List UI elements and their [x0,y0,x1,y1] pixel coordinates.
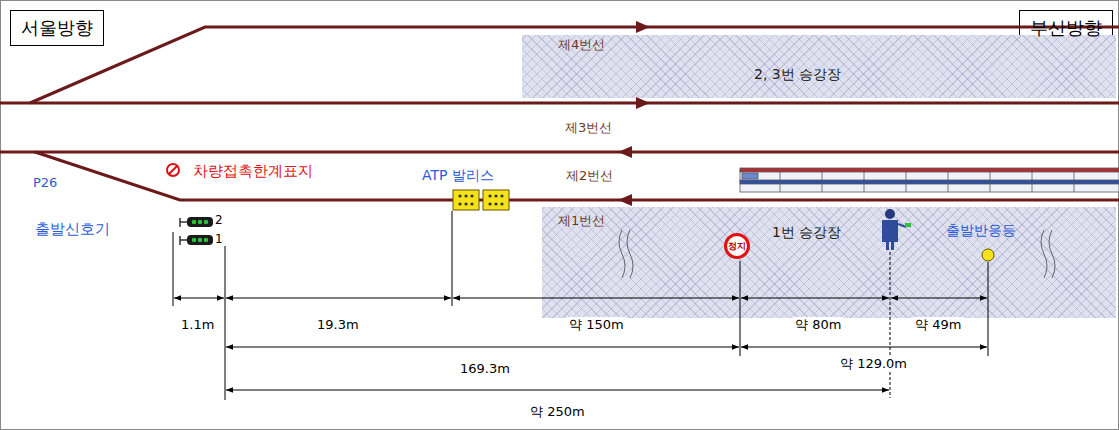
dimension: 약 150m [567,317,626,333]
dimension: 약 250m [528,404,587,420]
platform-band: 2, 3번 승강장 [522,35,1116,98]
node-text: 2, 3번 승강장 [754,66,841,84]
signal-number: 1 [215,232,223,246]
node-text: 1번 승강장 [772,224,841,242]
dimension: 1.1m [179,317,216,333]
node-text: 부산방향 [1030,16,1102,40]
dimension: 169.3m [458,361,512,377]
marker-label: 차량접촉한계표지 [193,162,313,180]
track-label: 제4번선 [558,37,605,53]
dimension: 약 49m [913,317,963,333]
direction-box: 서울방향 [10,10,104,46]
dimension: 약 80m [793,317,843,333]
node-text: 정지 [728,240,746,253]
signal-label: 출발신호기 [35,220,110,238]
device-label: ATP 발리스 [422,167,494,184]
signal-number: 2 [215,213,223,227]
stop-sign: 정지 [724,233,750,259]
track-label: 제3번선 [565,120,612,136]
track-label: 제1번선 [558,213,605,229]
signal-id: P26 [33,175,57,191]
platform-band: 1번 승강장정지 [542,207,1116,318]
dimension: 약 129.0m [838,356,909,372]
dimension: 19.3m [315,317,361,333]
node-text: 서울방향 [21,16,93,40]
track-label: 제2번선 [566,168,613,184]
device-label: 출발반응등 [946,222,1016,239]
